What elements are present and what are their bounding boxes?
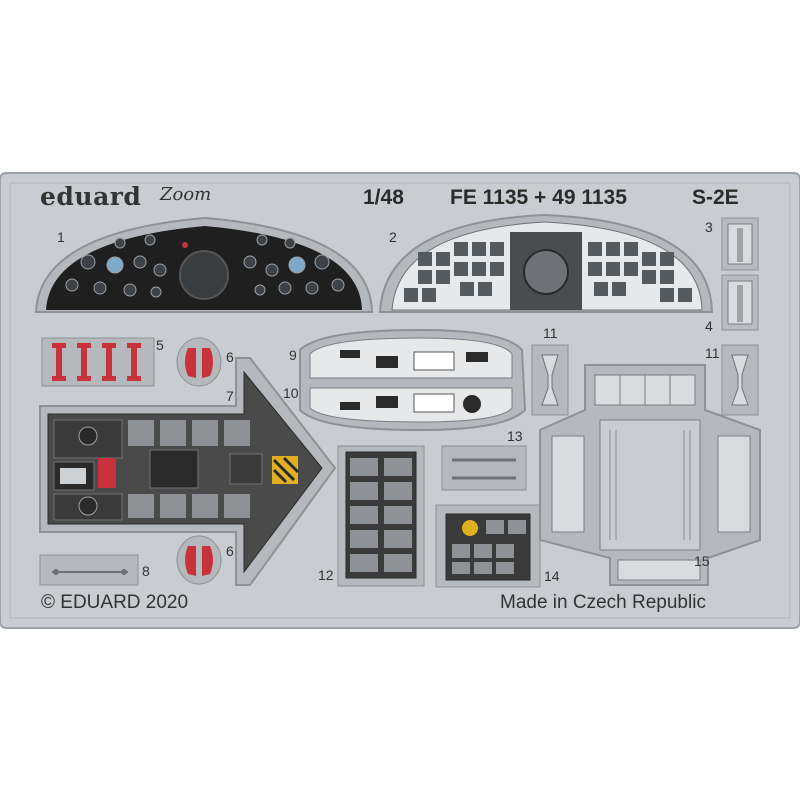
part-4-bracket [721, 274, 759, 331]
part-number-6-lower: 6 [226, 543, 234, 559]
part-number-9: 9 [289, 347, 297, 363]
part-6-buckle-lower [176, 535, 222, 585]
zoom-series-logo: Zoom [160, 184, 212, 205]
part-number-12: 12 [318, 567, 334, 583]
model-name: S-2E [692, 186, 739, 209]
scale-label: 1/48 [363, 186, 404, 209]
part-number-7: 7 [226, 388, 234, 404]
part-number-15: 15 [694, 553, 710, 569]
part-number-13: 13 [507, 428, 523, 444]
part-9-10-oval-panels [299, 328, 527, 432]
copyright-text: © EDUARD 2020 [41, 592, 189, 613]
part-3-bracket [721, 217, 759, 271]
part-number-5: 5 [156, 337, 164, 353]
part-6-buckle-upper [176, 337, 222, 387]
part-8-strip [39, 554, 139, 586]
part-number-6-upper: 6 [226, 349, 234, 365]
part-11-clip-left [531, 344, 569, 416]
part-number-4: 4 [705, 318, 713, 334]
part-number-8: 8 [142, 563, 150, 579]
part-12-side-panel [337, 445, 425, 587]
part-15-frame [539, 364, 761, 586]
part-number-3: 3 [705, 219, 713, 235]
part-2-instrument-panel [378, 213, 714, 313]
part-11-clip-right [721, 344, 759, 416]
part-5-seat-belts [41, 337, 155, 387]
product-code: FE 1135 + 49 1135 [450, 186, 627, 209]
part-number-11-left: 11 [543, 325, 558, 341]
part-14-small-panel [435, 504, 541, 588]
part-number-11-right: 11 [705, 345, 720, 361]
part-7-console [39, 357, 337, 586]
part-13-bar [441, 445, 527, 491]
part-number-10: 10 [283, 385, 299, 401]
part-number-1: 1 [57, 229, 65, 245]
part-number-14: 14 [544, 568, 560, 584]
brand-logo: eduard [40, 182, 142, 211]
part-number-2: 2 [389, 229, 397, 245]
origin-text: Made in Czech Republic [500, 592, 706, 613]
part-1-instrument-panel [34, 216, 374, 313]
